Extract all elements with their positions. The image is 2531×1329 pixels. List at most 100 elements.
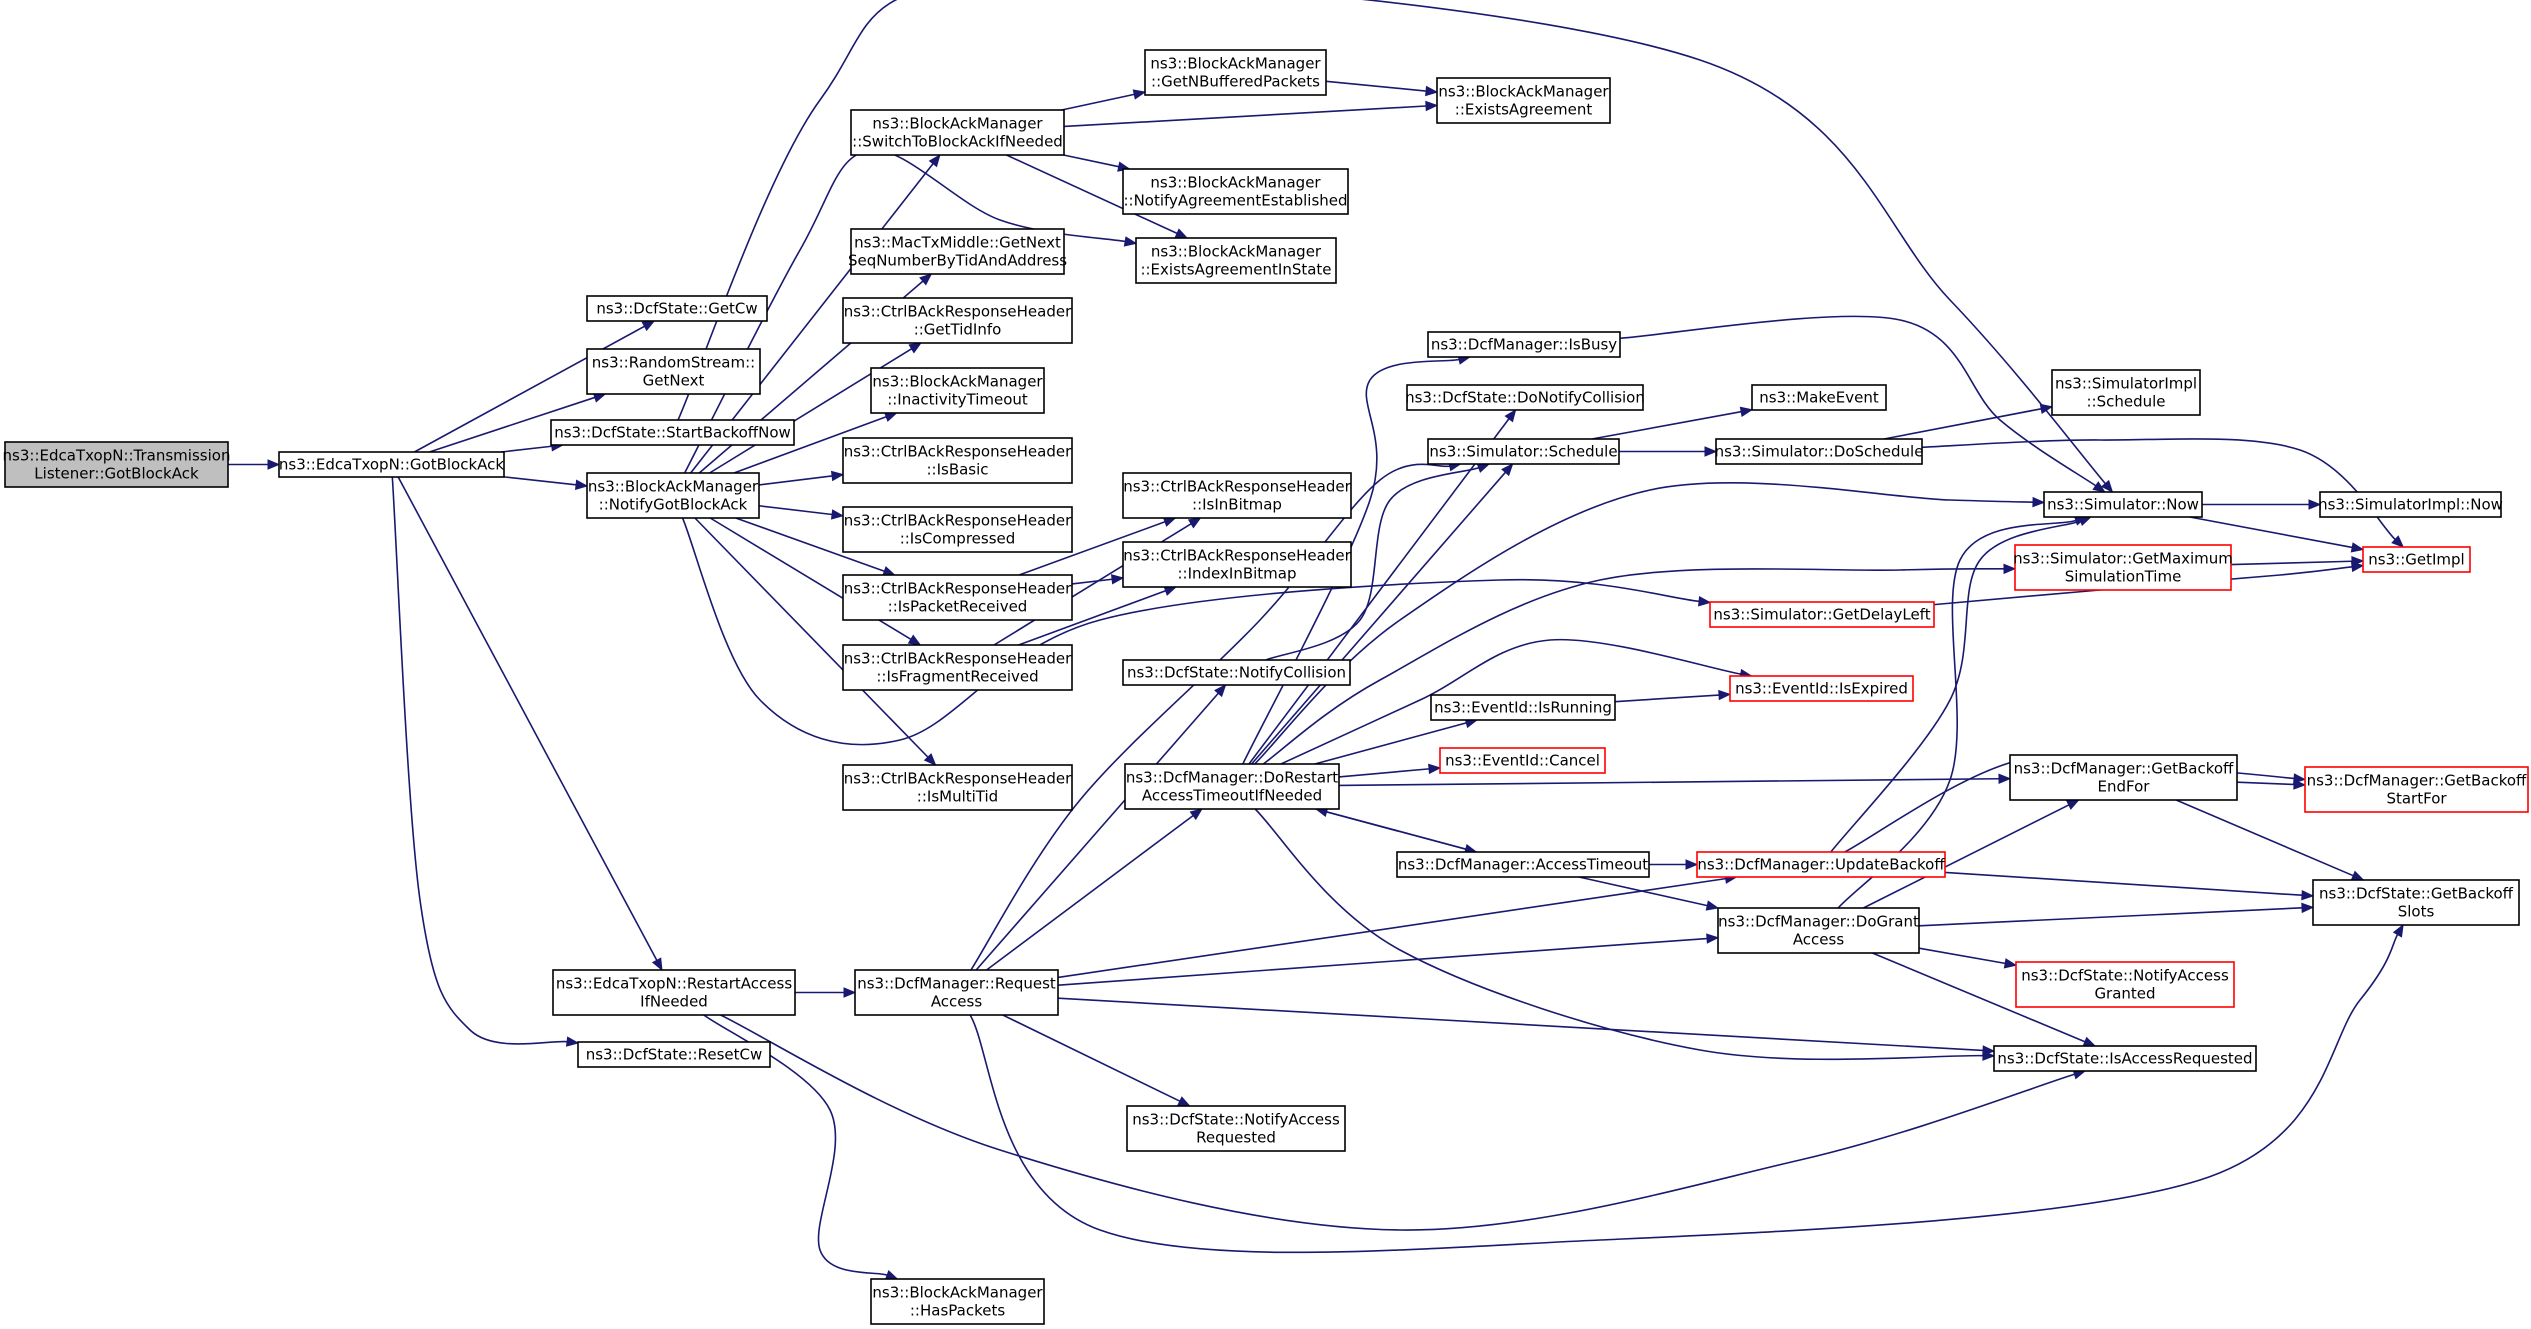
node-dcfnotifycollision[interactable]: ns3::DcfState::NotifyCollision — [1122, 659, 1351, 686]
node-simnow[interactable]: ns3::Simulator::Now — [2043, 491, 2203, 518]
node-box[interactable] — [842, 437, 1073, 484]
node-box[interactable] — [1993, 1045, 2257, 1072]
node-box[interactable] — [1709, 601, 1935, 628]
node-startbackoff[interactable]: ns3::DcfState::StartBackoffNow — [550, 419, 795, 446]
node-isfragmentreceived[interactable]: ns3::CtrlBAckResponseHeader::IsFragmentR… — [842, 644, 1073, 691]
node-isexpired[interactable]: ns3::EventId::IsExpired — [1729, 675, 1914, 702]
node-box[interactable] — [2014, 544, 2232, 591]
node-box[interactable] — [850, 228, 1065, 275]
node-box[interactable] — [842, 506, 1073, 553]
node-box[interactable] — [2319, 491, 2502, 518]
node-box[interactable] — [4, 441, 229, 488]
node-box[interactable] — [1715, 438, 1923, 465]
node-dcfgetcw[interactable]: ns3::DcfState::GetCw — [586, 295, 768, 322]
node-accesstimeout[interactable]: ns3::DcfManager::AccessTimeout — [1396, 851, 1650, 878]
node-updatebackoff[interactable]: ns3::DcfManager::UpdateBackoff — [1696, 851, 1946, 878]
node-isaccessrequested[interactable]: ns3::DcfState::IsAccessRequested — [1993, 1045, 2257, 1072]
node-box[interactable] — [1427, 331, 1621, 358]
node-inactivity[interactable]: ns3::BlockAckManager::InactivityTimeout — [870, 367, 1045, 414]
node-makeevent[interactable]: ns3::MakeEvent — [1751, 384, 1887, 411]
node-box[interactable] — [2362, 546, 2471, 573]
node-iscompressed[interactable]: ns3::CtrlBAckResponseHeader::IsCompresse… — [842, 506, 1073, 553]
node-box[interactable] — [1126, 1105, 1346, 1152]
node-isinbitmap[interactable]: ns3::CtrlBAckResponseHeader::IsInBitmap — [1122, 472, 1352, 519]
node-switchtoba[interactable]: ns3::BlockAckManager::SwitchToBlockAckIf… — [850, 109, 1065, 156]
node-box[interactable] — [842, 574, 1073, 621]
node-box[interactable] — [1436, 77, 1611, 124]
node-box[interactable] — [552, 969, 796, 1016]
node-box[interactable] — [1144, 49, 1327, 96]
node-notifyagreement[interactable]: ns3::BlockAckManager::NotifyAgreementEst… — [1122, 168, 1349, 215]
node-isbasic[interactable]: ns3::CtrlBAckResponseHeader::IsBasic — [842, 437, 1073, 484]
node-implnow[interactable]: ns3::SimulatorImpl::Now — [2318, 491, 2503, 518]
node-rsgetnext[interactable]: ns3::RandomStream::GetNext — [586, 348, 761, 395]
node-box[interactable] — [1122, 541, 1352, 588]
node-notifygotblockack[interactable]: ns3::BlockAckManager::NotifyGotBlockAck — [586, 472, 760, 519]
node-donotifycollision[interactable]: ns3::DcfState::DoNotifyCollision — [1405, 384, 1645, 411]
node-box[interactable] — [1396, 851, 1650, 878]
node-haspackets[interactable]: ns3::BlockAckManager::HasPackets — [870, 1278, 1045, 1325]
node-box[interactable] — [1122, 472, 1352, 519]
node-getnextseq[interactable]: ns3::MacTxMiddle::GetNextSeqNumberByTidA… — [848, 228, 1067, 275]
node-dorestart[interactable]: ns3::DcfManager::DoRestartAccessTimeoutI… — [1124, 763, 1340, 810]
node-getnbuffered[interactable]: ns3::BlockAckManager::GetNBufferedPacket… — [1144, 49, 1327, 96]
node-box[interactable] — [1439, 747, 1606, 774]
node-existsagreement[interactable]: ns3::BlockAckManager::ExistsAgreement — [1436, 77, 1611, 124]
node-isbusy[interactable]: ns3::DcfManager::IsBusy — [1427, 331, 1621, 358]
node-box[interactable] — [842, 644, 1073, 691]
node-box[interactable] — [870, 367, 1045, 414]
node-box[interactable] — [1427, 438, 1620, 465]
node-box[interactable] — [2015, 961, 2235, 1008]
node-box[interactable] — [1751, 384, 1887, 411]
node-box[interactable] — [842, 297, 1073, 344]
node-box[interactable] — [586, 295, 768, 322]
node-box[interactable] — [1729, 675, 1914, 702]
node-box[interactable] — [2304, 766, 2529, 813]
node-box[interactable] — [2043, 491, 2203, 518]
node-gettidinfo[interactable]: ns3::CtrlBAckResponseHeader::GetTidInfo — [842, 297, 1073, 344]
node-box[interactable] — [586, 472, 760, 519]
node-box[interactable] — [870, 1278, 1045, 1325]
node-box[interactable] — [1122, 659, 1351, 686]
node-box[interactable] — [850, 109, 1065, 156]
node-box[interactable] — [1122, 168, 1349, 215]
node-box[interactable] — [1124, 763, 1340, 810]
node-box[interactable] — [1717, 907, 1920, 954]
node-box[interactable] — [278, 451, 505, 478]
node-box[interactable] — [586, 348, 761, 395]
node-schedule[interactable]: ns3::Simulator::Schedule — [1427, 438, 1620, 465]
node-box[interactable] — [1696, 851, 1946, 878]
node-box[interactable] — [2312, 879, 2520, 926]
node-ismultitid[interactable]: ns3::CtrlBAckResponseHeader::IsMultiTid — [842, 764, 1073, 811]
node-root[interactable]: ns3::EdcaTxopN::TransmissionListener::Go… — [3, 441, 231, 488]
node-indexinbitmap[interactable]: ns3::CtrlBAckResponseHeader::IndexInBitm… — [1122, 541, 1352, 588]
node-existsagreementinstate[interactable]: ns3::BlockAckManager::ExistsAgreementInS… — [1135, 237, 1337, 284]
node-getdelayleft[interactable]: ns3::Simulator::GetDelayLeft — [1709, 601, 1935, 628]
node-box[interactable] — [854, 969, 1059, 1016]
node-cancel[interactable]: ns3::EventId::Cancel — [1439, 747, 1606, 774]
node-implschedule[interactable]: ns3::SimulatorImpl::Schedule — [2051, 369, 2201, 416]
node-doschedule[interactable]: ns3::Simulator::DoSchedule — [1715, 438, 1924, 465]
node-box[interactable] — [1135, 237, 1337, 284]
node-getimpl[interactable]: ns3::GetImpl — [2362, 546, 2471, 573]
node-box[interactable] — [842, 764, 1073, 811]
node-ispacketreceived[interactable]: ns3::CtrlBAckResponseHeader::IsPacketRec… — [842, 574, 1073, 621]
node-isrunning[interactable]: ns3::EventId::IsRunning — [1430, 694, 1616, 721]
node-gotblockack[interactable]: ns3::EdcaTxopN::GotBlockAck — [278, 451, 505, 478]
node-box[interactable] — [550, 419, 795, 446]
node-resetcw[interactable]: ns3::DcfState::ResetCw — [577, 1041, 771, 1068]
node-box[interactable] — [2051, 369, 2201, 416]
node-box[interactable] — [577, 1041, 771, 1068]
node-box[interactable] — [2009, 754, 2238, 801]
node-box[interactable] — [1406, 384, 1644, 411]
node-box[interactable] — [1430, 694, 1616, 721]
